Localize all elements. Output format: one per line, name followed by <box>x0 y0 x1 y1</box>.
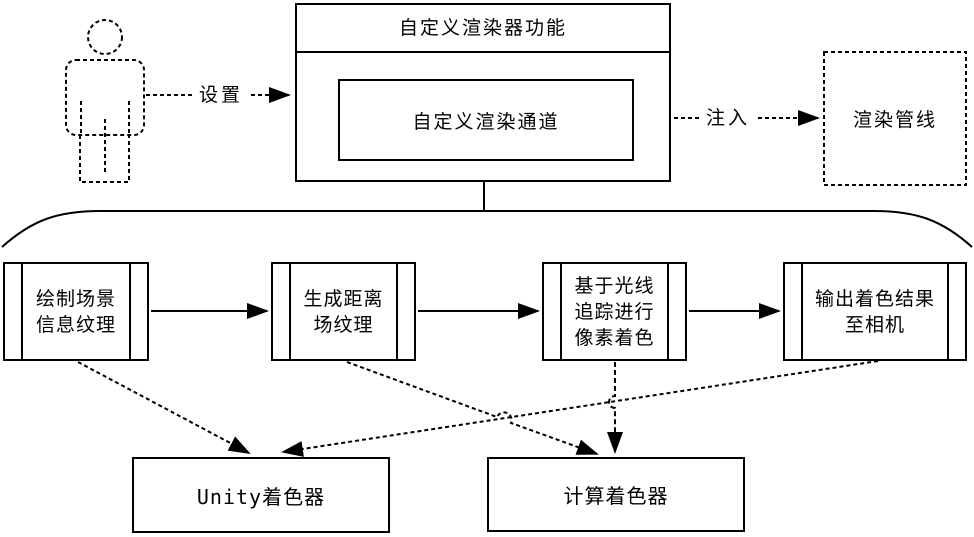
node-raytrace-pixel-shading: 基于光线 追踪进行 像素着色 <box>542 262 687 361</box>
actor-torso <box>65 59 145 136</box>
actor-head <box>87 19 123 55</box>
actor-legs <box>79 135 130 183</box>
node-custom-render-pass-label: 自定义渲染通道 <box>412 110 560 133</box>
node-draw-scene-info-texture: 绘制场景 信息纹理 <box>3 262 149 361</box>
node-custom-renderer-feature: 自定义渲染器功能 自定义渲染通道 <box>295 3 671 182</box>
node-output-to-camera: 输出着色结果 至相机 <box>783 262 967 361</box>
node-render-pipeline: 渲染管线 <box>824 52 966 185</box>
node-compute-shader-label: 计算着色器 <box>563 484 669 508</box>
edge-draw-to-unity <box>77 361 251 454</box>
pipeline-box-border <box>823 51 967 186</box>
actor-person-icon <box>65 19 145 183</box>
node-output-to-camera-label: 输出着色结果 至相机 <box>814 287 935 336</box>
node-draw-scene-info-texture-label: 绘制场景 信息纹理 <box>35 287 116 336</box>
node-generate-distance-field-texture: 生成距离 场纹理 <box>271 262 416 361</box>
node-render-pipeline-label: 渲染管线 <box>852 109 937 131</box>
node-unity-shader: Unity着色器 <box>132 457 390 533</box>
edge-label-setup: 设置 <box>194 83 248 107</box>
edge-raytrace-to-compute <box>607 362 623 454</box>
edge-output-to-unity <box>281 360 879 457</box>
edge-distance-to-compute <box>346 361 599 455</box>
brace <box>1 210 973 248</box>
edge-label-inject: 注入 <box>701 106 755 130</box>
node-custom-renderer-feature-title: 自定义渲染器功能 <box>297 5 669 53</box>
node-unity-shader-label: Unity着色器 <box>196 484 326 509</box>
node-generate-distance-field-texture-label: 生成距离 场纹理 <box>303 287 384 336</box>
node-compute-shader: 计算着色器 <box>487 457 745 532</box>
node-raytrace-pixel-shading-label: 基于光线 追踪进行 像素着色 <box>574 274 655 349</box>
node-custom-render-pass: 自定义渲染通道 <box>338 79 634 161</box>
